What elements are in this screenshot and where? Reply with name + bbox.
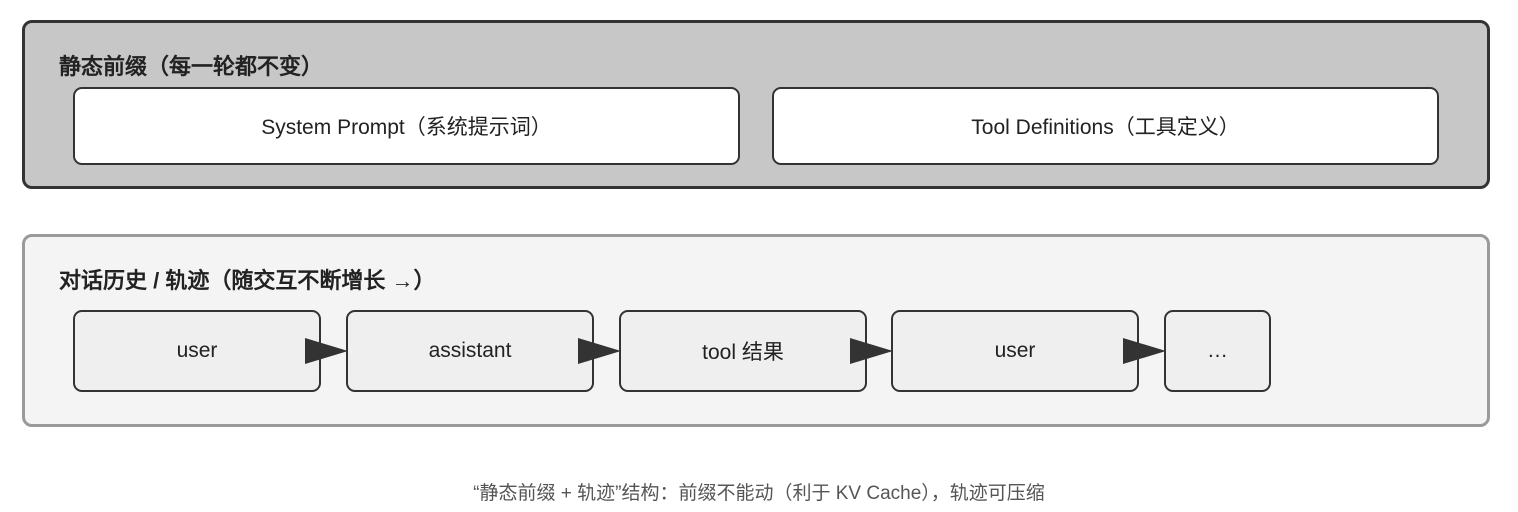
static-prefix-title: 静态前缀（每一轮都不变）	[59, 54, 324, 79]
history-box-label: user	[994, 339, 1036, 362]
history-box-assistant: assistant	[346, 310, 594, 392]
history-box-user-2: user	[891, 310, 1139, 392]
tool-definitions-box: Tool Definitions（工具定义）	[772, 87, 1439, 165]
history-box-label: …	[1207, 339, 1228, 362]
history-title: 对话历史 / 轨迹（随交互不断增长 →）	[59, 268, 436, 293]
history-box-ellipsis: …	[1164, 310, 1271, 392]
history-box-tool-result: tool 结果	[619, 310, 867, 392]
history-box-label: assistant	[428, 339, 512, 362]
history-box-user-1: user	[73, 310, 321, 392]
diagram-caption: “静态前缀 + 轨迹”结构：前缀不能动（利于 KV Cache），轨迹可压缩	[473, 483, 1045, 504]
system-prompt-label: System Prompt（系统提示词）	[261, 116, 552, 139]
tool-definitions-label: Tool Definitions（工具定义）	[971, 116, 1240, 139]
system-prompt-box: System Prompt（系统提示词）	[73, 87, 740, 165]
history-box-label: user	[176, 339, 218, 362]
history-box-label: tool 结果	[702, 341, 784, 364]
